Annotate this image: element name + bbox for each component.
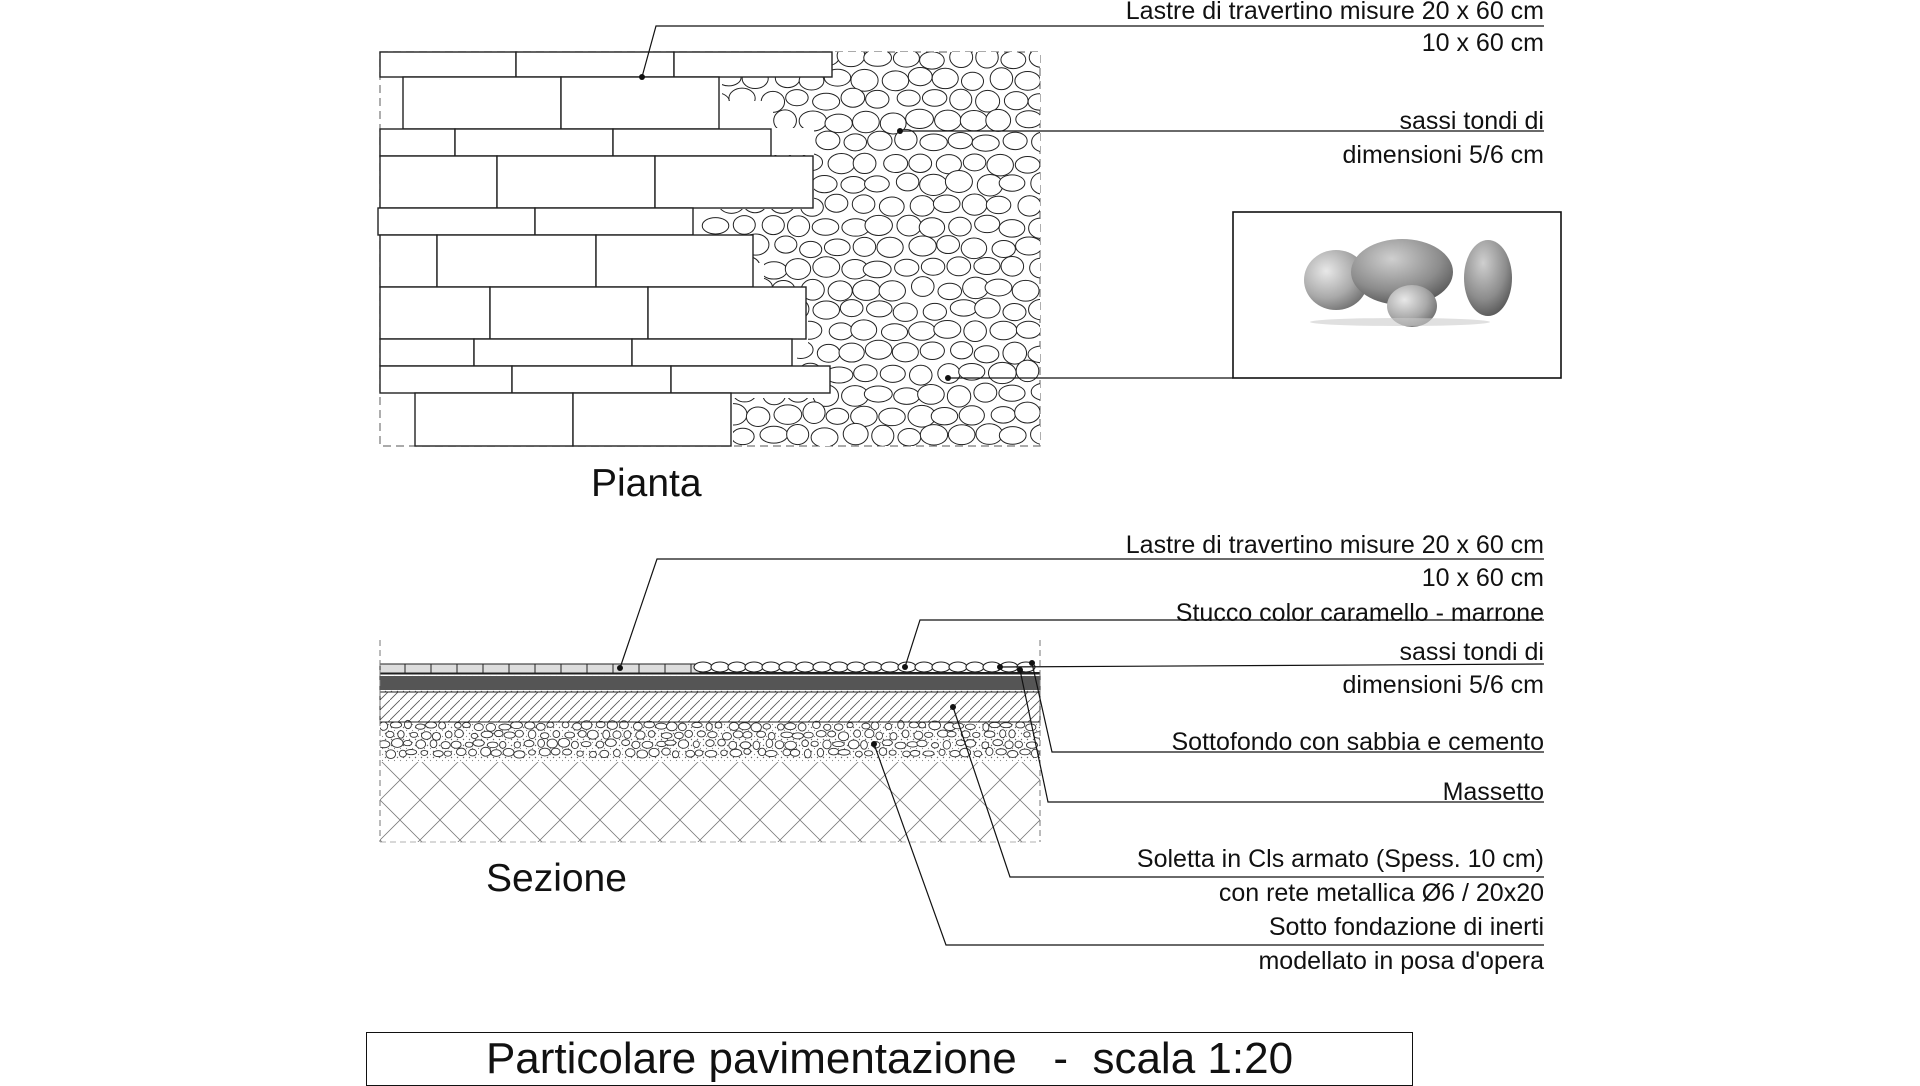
section-label-slabs-line2: 10 x 60 cm [1421,564,1544,592]
plan-travertine-slabs [377,51,833,447]
section-label-slabs-line1: Lastre di travertino misure 20 x 60 cm [1125,531,1544,559]
section-label-slab-line1: Soletta in Cls armato (Spess. 10 cm) [1136,845,1544,873]
plan-view [377,51,1041,447]
plan-label-slabs-line1: Lastre di travertino misure 20 x 60 cm [1125,0,1544,25]
plan-label-pebbles-line1: sassi tondi di [1399,107,1544,135]
section-label-screed: Massetto [1442,778,1544,806]
plan-label-pebbles-line2: dimensioni 5/6 cm [1342,141,1544,169]
plan-label-slabs-line2: 10 x 60 cm [1421,29,1544,57]
plan-title: Pianta [591,462,702,505]
title-block: Particolare pavimentazione - scala 1:20 [366,1032,1413,1086]
section-slab-joints [404,664,692,673]
section-slab-layer [379,691,1041,723]
section-label-subbase: Sottofondo con sabbia e cemento [1171,728,1545,756]
section-label-foundation-line2: modellato in posa d'opera [1258,947,1544,975]
pebble-photo-icon [1232,211,1562,379]
section-foundation-layer [380,762,1040,842]
leader-dots [617,74,1035,747]
section-aggregate-layer [380,719,1040,759]
section-label-grout: Stucco color caramello - marrone [1175,599,1544,627]
section-view [379,640,1041,843]
drawing-title: Particolare pavimentazione - scala 1:20 [485,1034,1294,1083]
section-title: Sezione [486,857,627,900]
section-label-pebbles-line2: dimensioni 5/6 cm [1342,671,1544,699]
leader-lines [619,25,1545,946]
section-label-foundation-line1: Sotto fondazione di inerti [1268,913,1544,941]
section-surface-pebbles [693,661,1036,673]
section-label-pebbles-line1: sassi tondi di [1399,638,1544,666]
section-grout-layer [380,676,1040,690]
section-travertine-layer [379,663,701,674]
section-label-slab-line2: con rete metallica Ø6 / 20x20 [1218,879,1544,907]
section-bedding-layer [380,672,1040,674]
